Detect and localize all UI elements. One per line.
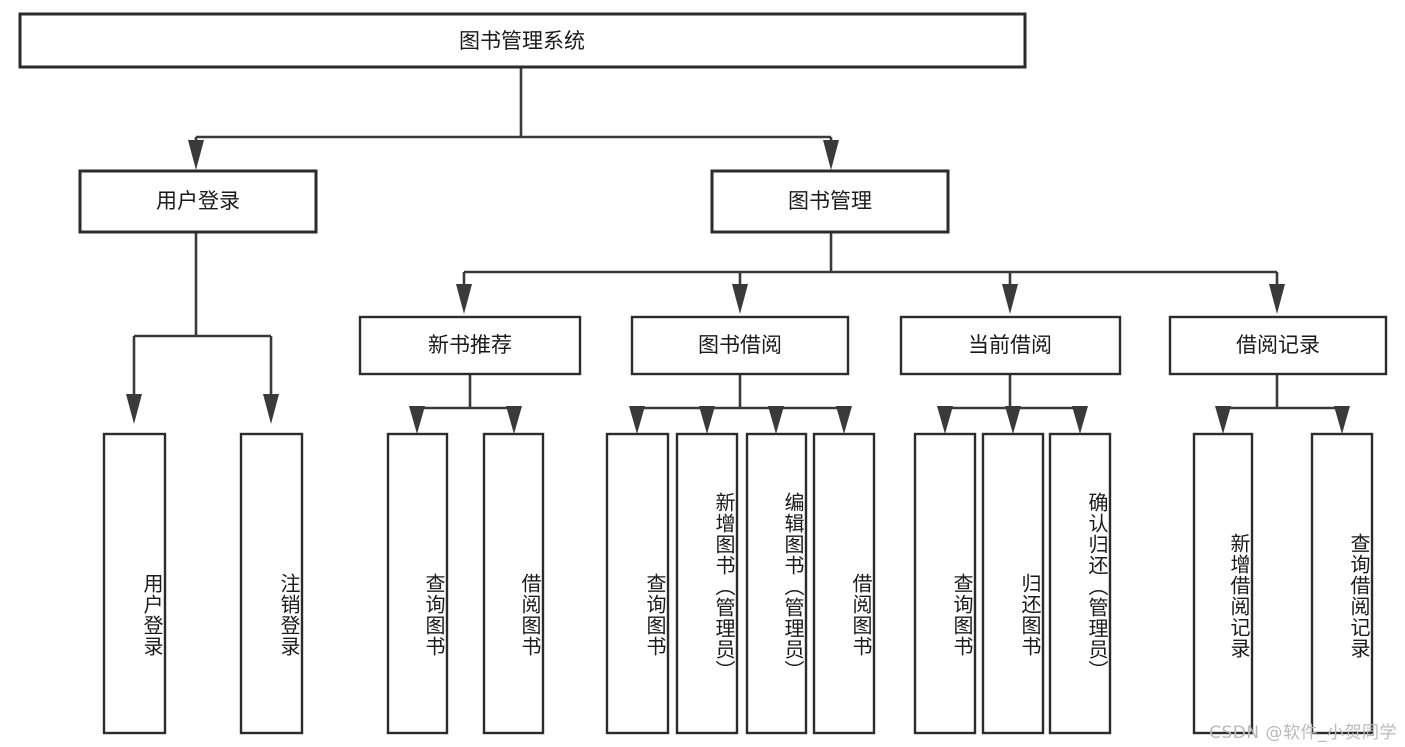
node-root-label: 图书管理系统	[459, 29, 585, 53]
node-book-mgmt-box[interactable]	[710, 169, 950, 234]
node-book-borrow-box[interactable]	[630, 315, 850, 376]
node-new-book-label: 新书推荐	[428, 333, 512, 357]
node-user-login-box[interactable]	[78, 169, 318, 234]
node-book-borrow-label: 图书借阅	[698, 333, 782, 357]
csdn-watermark: CSDN @软件_小贺同学	[1209, 723, 1397, 743]
connector-group-record	[1215, 374, 1350, 434]
leaf-borrow-book-label: 借阅图书	[849, 573, 873, 657]
connector-group-book-mgmt	[456, 232, 1285, 314]
node-borrow-record-label: 借阅记录	[1236, 333, 1320, 357]
leaf-edit-book-admin[interactable]: 编辑图书（管理员）	[745, 432, 808, 735]
arrow-user-leaf-2	[263, 394, 279, 424]
node-current-borrow[interactable]: 当前借阅	[899, 315, 1122, 376]
node-new-book-recommend[interactable]: 新书推荐	[358, 315, 582, 376]
leaf-query-book-borrow-label: 查询图书	[643, 573, 667, 657]
arrow-root-to-user	[188, 140, 204, 170]
leaf-logout-label: 注销登录	[277, 573, 301, 657]
leaf-borrow-book-box[interactable]	[812, 432, 876, 735]
node-book-borrow[interactable]: 图书借阅	[630, 315, 850, 376]
node-root-box[interactable]	[18, 12, 1027, 69]
arrow-book-to-borrow	[732, 284, 748, 314]
node-user-login[interactable]: 用户登录	[78, 169, 318, 234]
node-book-mgmt-label: 图书管理	[788, 189, 872, 213]
leaf-query-book-current-box[interactable]	[913, 432, 977, 735]
arrow-current-leaf-3	[1072, 406, 1088, 434]
connector-group-user-login	[126, 232, 279, 424]
arrow-borrow-leaf-1	[629, 406, 645, 434]
arrow-user-leaf-1	[126, 394, 142, 424]
arrow-current-leaf-1	[937, 406, 953, 434]
leaf-borrow-book-new[interactable]: 借阅图书	[482, 432, 545, 735]
arrow-borrow-leaf-2	[699, 406, 715, 434]
leaf-borrow-book[interactable]: 借阅图书	[812, 432, 876, 735]
arrow-book-to-current	[1002, 284, 1018, 314]
leaf-confirm-return-admin[interactable]: 确认归还（管理员）	[1048, 432, 1112, 735]
leaf-query-book-new-box[interactable]	[386, 432, 449, 735]
leaf-edit-book-admin-box[interactable]	[745, 432, 808, 735]
node-book-mgmt[interactable]: 图书管理	[710, 169, 950, 234]
arrow-book-to-new	[456, 284, 472, 314]
node-current-borrow-label: 当前借阅	[968, 333, 1052, 357]
connector-group-new-book	[409, 374, 522, 434]
leaf-user-login-box[interactable]	[102, 432, 167, 735]
leaf-query-borrow-record[interactable]: 查询借阅记录	[1310, 432, 1374, 735]
leaf-add-borrow-record-label: 新增借阅记录	[1227, 533, 1251, 659]
leaf-return-book-box[interactable]	[981, 432, 1045, 735]
leaf-add-borrow-record[interactable]: 新增借阅记录	[1192, 432, 1254, 735]
leaf-user-login-label: 用户登录	[140, 573, 164, 657]
leaf-add-book-admin-label: 新增图书（管理员）	[712, 491, 736, 681]
leaf-add-book-admin-box[interactable]	[675, 432, 739, 735]
connector-group-root	[188, 67, 839, 170]
arrow-borrow-leaf-3	[768, 406, 784, 434]
node-borrow-record-box[interactable]	[1168, 315, 1388, 376]
leaf-query-book-current[interactable]: 查询图书	[913, 432, 977, 735]
leaf-borrow-book-new-label: 借阅图书	[518, 573, 542, 657]
leaf-query-book-current-label: 查询图书	[950, 573, 974, 657]
node-root[interactable]: 图书管理系统	[18, 12, 1027, 69]
leaf-confirm-return-admin-box[interactable]	[1048, 432, 1112, 735]
connector-group-current	[937, 374, 1088, 434]
node-borrow-record[interactable]: 借阅记录	[1168, 315, 1388, 376]
leaf-add-book-admin[interactable]: 新增图书（管理员）	[675, 432, 739, 735]
leaf-edit-book-admin-label: 编辑图书（管理员）	[781, 491, 805, 681]
leaf-logout-box[interactable]	[239, 432, 304, 735]
node-user-login-label: 用户登录	[156, 189, 240, 213]
leaf-return-book[interactable]: 归还图书	[981, 432, 1045, 735]
arrow-new-leaf-1	[409, 406, 425, 434]
connector-group-borrow	[629, 374, 852, 434]
leaf-add-borrow-record-box[interactable]	[1192, 432, 1254, 735]
arrow-root-to-book	[823, 140, 839, 170]
leaf-borrow-book-new-box[interactable]	[482, 432, 545, 735]
leaf-return-book-label: 归还图书	[1018, 573, 1042, 657]
leaf-query-book-new[interactable]: 查询图书	[386, 432, 449, 735]
arrow-borrow-leaf-4	[836, 406, 852, 434]
leaf-query-borrow-record-label: 查询借阅记录	[1347, 533, 1371, 659]
node-current-borrow-box[interactable]	[899, 315, 1122, 376]
arrow-record-leaf-1	[1215, 406, 1231, 434]
node-new-book-box[interactable]	[358, 315, 582, 376]
leaf-query-book-borrow-box[interactable]	[605, 432, 670, 735]
leaf-query-borrow-record-box[interactable]	[1310, 432, 1374, 735]
leaf-query-book-new-label: 查询图书	[422, 573, 446, 657]
arrow-book-to-record	[1269, 284, 1285, 314]
leaf-query-book-borrow[interactable]: 查询图书	[605, 432, 670, 735]
arrow-current-leaf-2	[1005, 406, 1021, 434]
leaf-confirm-return-admin-label: 确认归还（管理员）	[1085, 491, 1109, 681]
leaf-logout[interactable]: 注销登录	[239, 432, 304, 735]
leaf-user-login[interactable]: 用户登录	[102, 432, 167, 735]
arrow-record-leaf-2	[1334, 406, 1350, 434]
arrow-new-leaf-2	[506, 406, 522, 434]
